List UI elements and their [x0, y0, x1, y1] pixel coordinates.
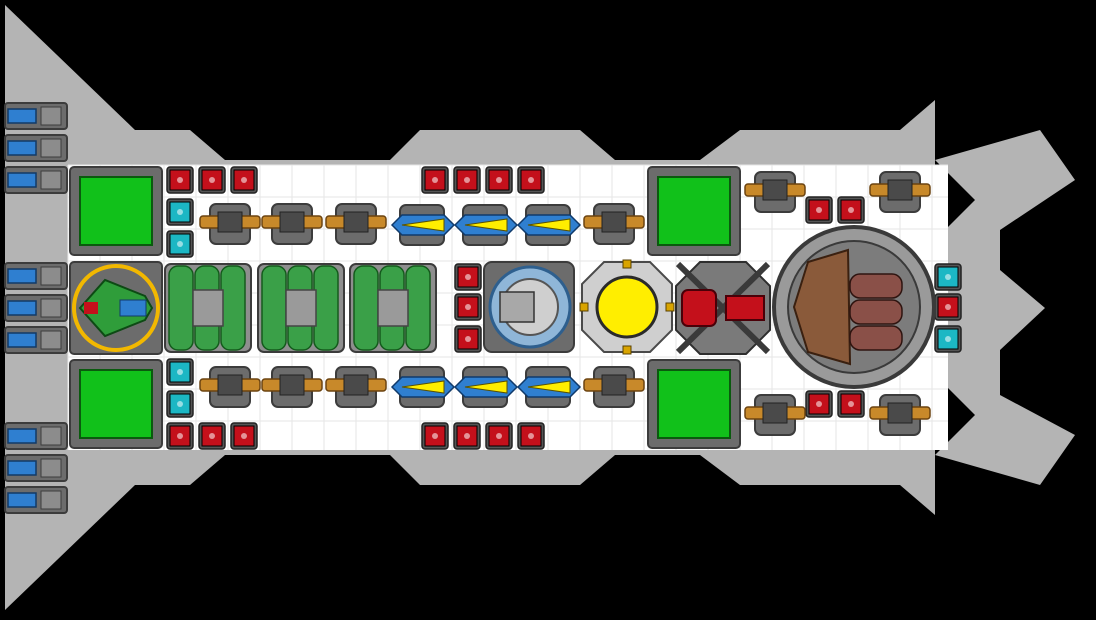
- cannon-turret-icon[interactable]: [744, 171, 806, 213]
- red-armor-block[interactable]: [485, 166, 513, 194]
- cargo-panel[interactable]: [647, 359, 741, 449]
- red-armor-block[interactable]: [453, 422, 481, 450]
- red-armor-block[interactable]: [198, 422, 226, 450]
- fuel-tank-icon[interactable]: [349, 263, 437, 353]
- beam-emitter-icon[interactable]: [516, 204, 582, 246]
- red-armor-block[interactable]: [421, 422, 449, 450]
- fuel-tank-icon[interactable]: [164, 263, 252, 353]
- shield-generator-icon[interactable]: [483, 261, 575, 353]
- red-armor-block[interactable]: [454, 263, 482, 291]
- cannon-turret-icon[interactable]: [583, 366, 645, 408]
- fuel-tank-icon[interactable]: [257, 263, 345, 353]
- thruster-nozzle-icon[interactable]: [4, 262, 68, 290]
- cannon-turret-icon[interactable]: [199, 203, 261, 245]
- thruster-nozzle-icon[interactable]: [4, 166, 68, 194]
- beam-emitter-icon[interactable]: [390, 366, 456, 408]
- red-armor-block[interactable]: [230, 166, 258, 194]
- cargo-panel[interactable]: [69, 359, 163, 449]
- beam-emitter-icon[interactable]: [390, 204, 456, 246]
- coolant-block[interactable]: [166, 230, 194, 258]
- red-armor-block[interactable]: [454, 325, 482, 353]
- thruster-nozzle-icon[interactable]: [4, 454, 68, 482]
- cannon-turret-icon[interactable]: [869, 171, 931, 213]
- coolant-block[interactable]: [934, 263, 962, 291]
- thruster-nozzle-icon[interactable]: [4, 422, 68, 450]
- red-armor-block[interactable]: [485, 422, 513, 450]
- thruster-nozzle-icon[interactable]: [4, 294, 68, 322]
- modules: [4, 102, 962, 514]
- cargo-panel[interactable]: [69, 166, 163, 256]
- cannon-turret-icon[interactable]: [325, 366, 387, 408]
- red-armor-block[interactable]: [230, 422, 258, 450]
- fighter-icon[interactable]: [69, 261, 163, 355]
- red-armor-block[interactable]: [421, 166, 449, 194]
- red-armor-block[interactable]: [198, 166, 226, 194]
- red-armor-block[interactable]: [166, 166, 194, 194]
- cannon-turret-icon[interactable]: [744, 394, 806, 436]
- thruster-nozzle-icon[interactable]: [4, 326, 68, 354]
- red-armor-block[interactable]: [934, 293, 962, 321]
- coolant-block[interactable]: [166, 358, 194, 386]
- red-armor-block[interactable]: [166, 422, 194, 450]
- red-armor-block[interactable]: [454, 293, 482, 321]
- main-cannon-icon[interactable]: [772, 225, 936, 389]
- coolant-block[interactable]: [166, 198, 194, 226]
- beam-emitter-icon[interactable]: [516, 366, 582, 408]
- cannon-turret-icon[interactable]: [869, 394, 931, 436]
- coolant-block[interactable]: [934, 325, 962, 353]
- thruster-nozzle-icon[interactable]: [4, 486, 68, 514]
- missile-launcher-icon[interactable]: [675, 261, 771, 355]
- red-armor-block[interactable]: [517, 422, 545, 450]
- red-armor-block[interactable]: [517, 166, 545, 194]
- cannon-turret-icon[interactable]: [325, 203, 387, 245]
- coolant-block[interactable]: [166, 390, 194, 418]
- cannon-turret-icon[interactable]: [583, 203, 645, 245]
- cargo-panel[interactable]: [647, 166, 741, 256]
- red-armor-block[interactable]: [837, 390, 865, 418]
- beam-emitter-icon[interactable]: [453, 366, 519, 408]
- red-armor-block[interactable]: [805, 196, 833, 224]
- cannon-turret-icon[interactable]: [199, 366, 261, 408]
- cannon-turret-icon[interactable]: [261, 366, 323, 408]
- thruster-nozzle-icon[interactable]: [4, 102, 68, 130]
- cannon-turret-icon[interactable]: [261, 203, 323, 245]
- red-armor-block[interactable]: [805, 390, 833, 418]
- beam-emitter-icon[interactable]: [453, 204, 519, 246]
- reactor-core-icon[interactable]: [579, 259, 675, 355]
- red-armor-block[interactable]: [837, 196, 865, 224]
- red-armor-block[interactable]: [453, 166, 481, 194]
- thruster-nozzle-icon[interactable]: [4, 134, 68, 162]
